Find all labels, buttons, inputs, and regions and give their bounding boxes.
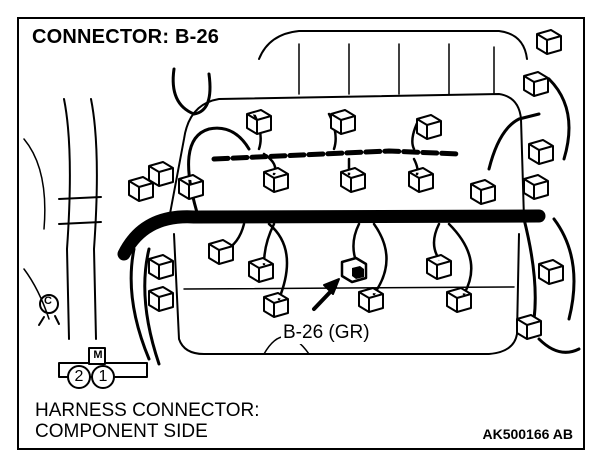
- intake-manifold-outline: [168, 93, 525, 220]
- view-note: HARNESS CONNECTOR: COMPONENT SIDE: [35, 400, 264, 442]
- harness-right-drop: [522, 217, 537, 321]
- cam-cover-ribs: [298, 43, 495, 95]
- view-note-line-2: COMPONENT SIDE: [35, 421, 208, 442]
- connector-cubes: [128, 29, 564, 340]
- harness-upper-loop-left: [187, 126, 251, 221]
- harness-upper-run: [211, 148, 462, 162]
- right-side-hose: [537, 77, 581, 354]
- view-note-line-1: HARNESS CONNECTOR:: [35, 400, 260, 421]
- small-connector-pin-1: 1: [91, 365, 115, 389]
- harness-upper-loop: [171, 67, 212, 116]
- figure-code: AK500166 AB: [482, 426, 573, 442]
- small-connector-tab-label: M: [93, 349, 103, 361]
- harness-right-branch: [487, 112, 541, 171]
- cam-cover-outline: [258, 30, 528, 60]
- ground-terminal: [39, 294, 59, 314]
- engine-harness-illustration: [23, 29, 581, 378]
- pointer-arrow-icon: [312, 278, 340, 311]
- connector-callout: B-26 (GR): [281, 322, 372, 344]
- hose-left: [63, 98, 98, 340]
- diagram-title: CONNECTOR: B-26: [30, 26, 224, 50]
- small-connector-tab: [88, 347, 106, 365]
- left-body-contour: [23, 138, 50, 320]
- main-harness: [117, 209, 546, 261]
- engine-block-outline: [173, 233, 520, 355]
- diagram-frame: M 2 1 C CONNECTOR: B-26 B-26 (GR) HARNES…: [17, 17, 585, 450]
- hose-band: [58, 196, 102, 225]
- small-connector-pin-2: 2: [67, 365, 91, 389]
- ground-label: C: [44, 295, 52, 307]
- target-connector-b26: [340, 256, 368, 284]
- harness-drop: [129, 247, 161, 366]
